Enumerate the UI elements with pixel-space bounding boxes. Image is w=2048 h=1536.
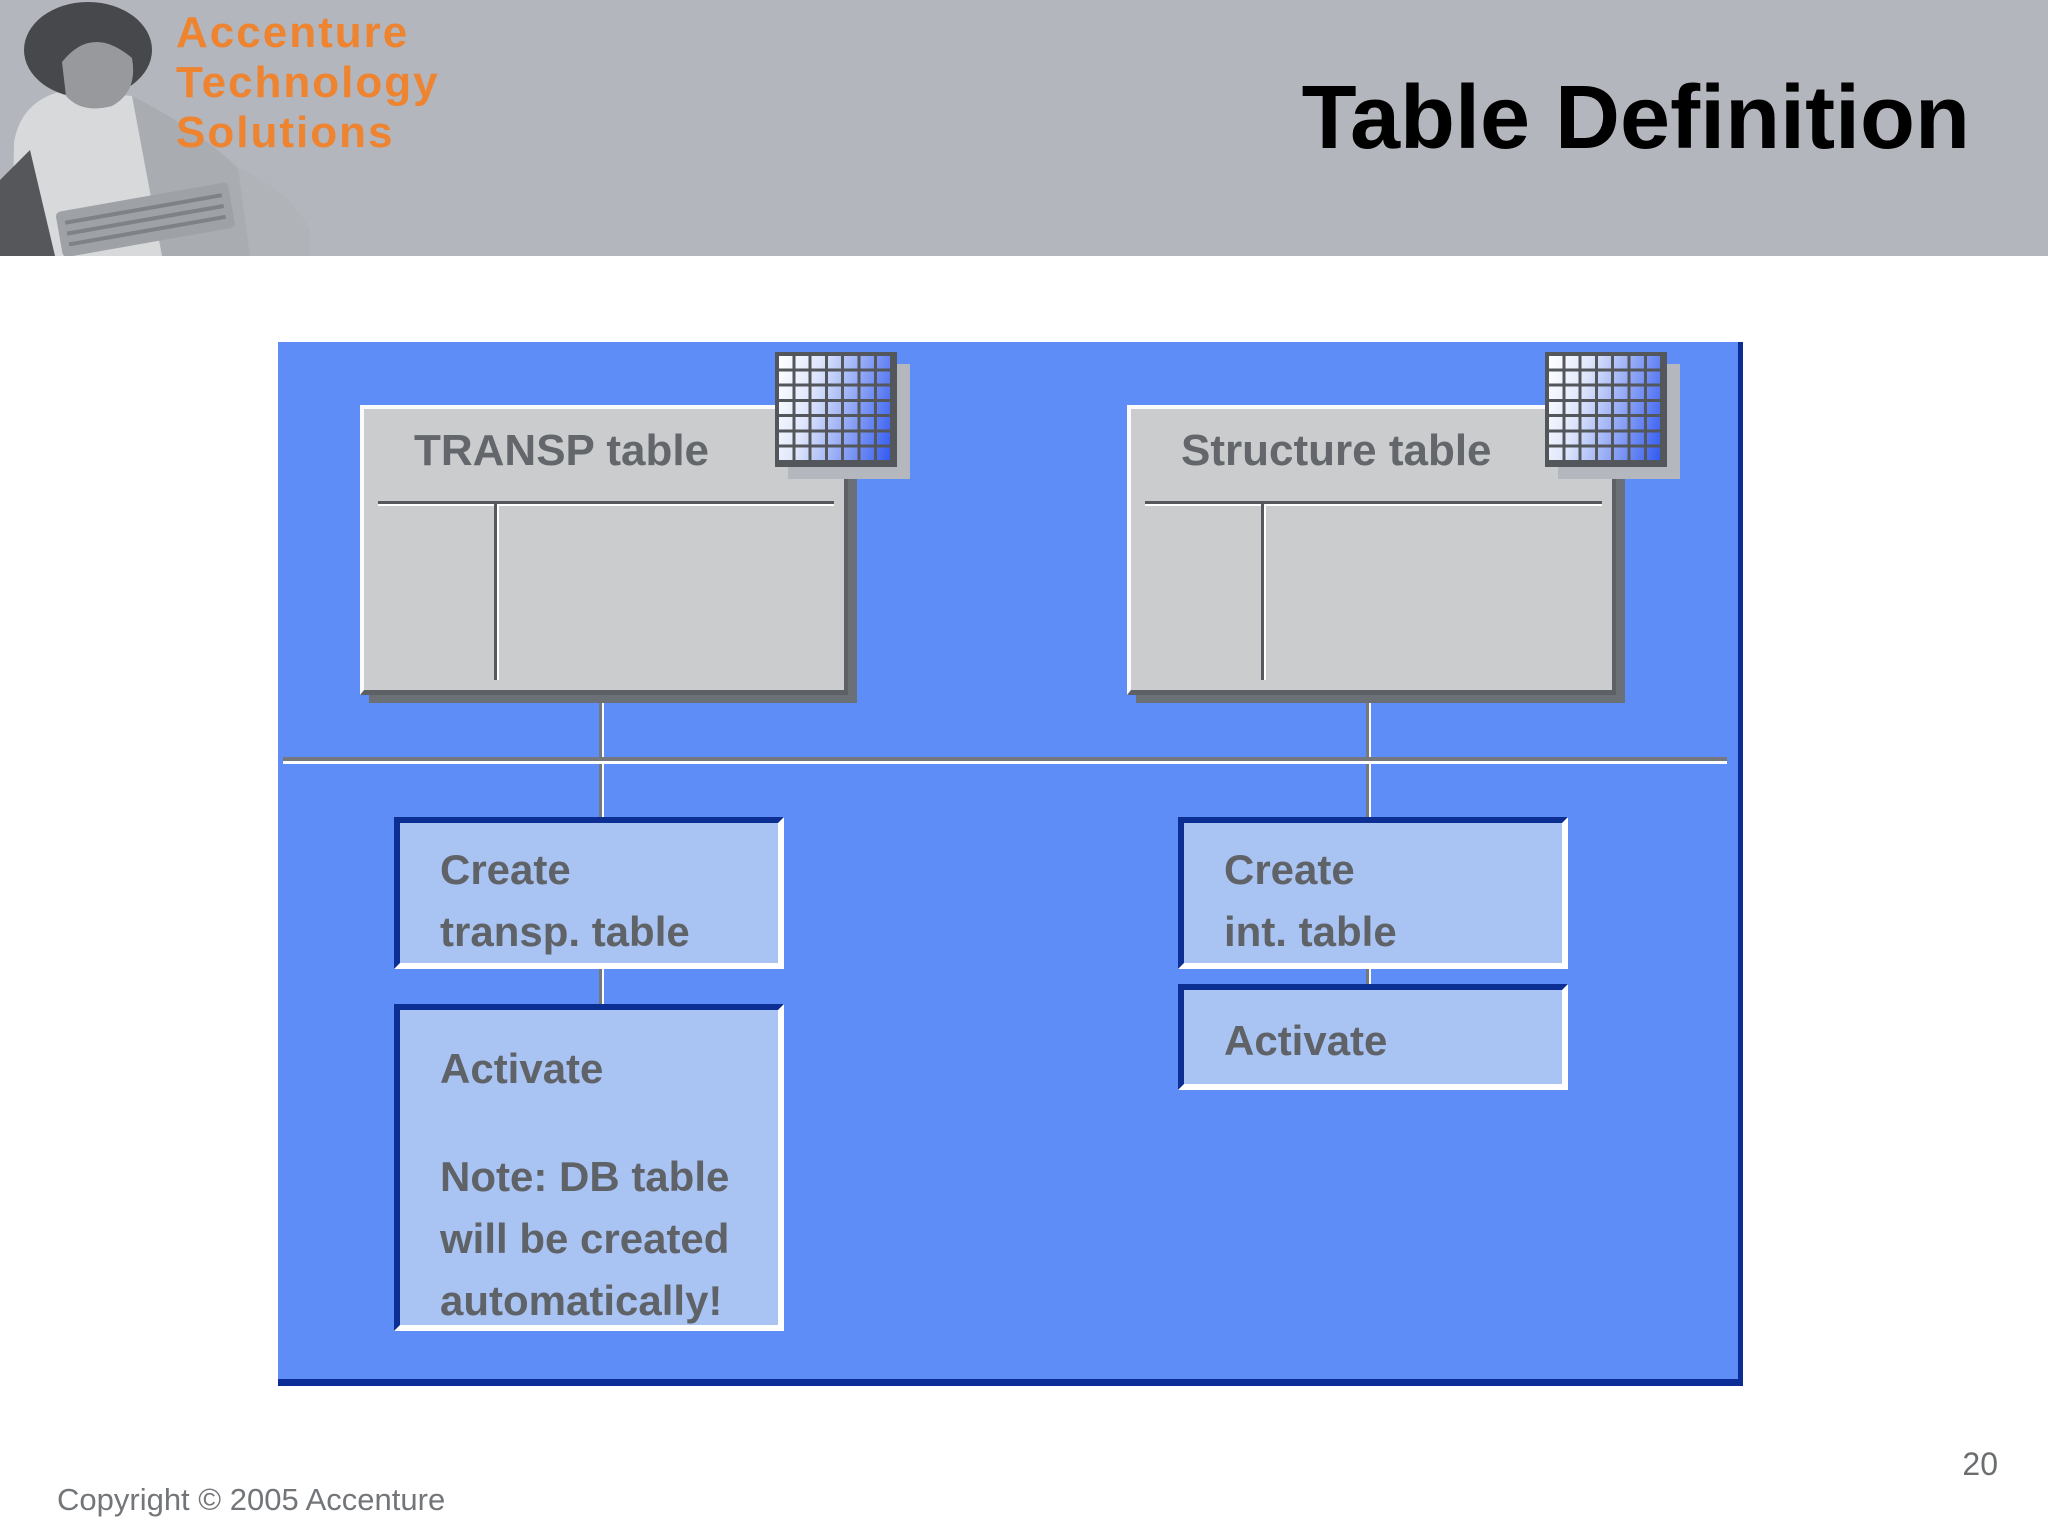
connector-right-create-to-activate [1366, 969, 1371, 986]
step-label-line: int. table [1224, 908, 1397, 955]
structure-table-title: Structure table [1181, 426, 1492, 475]
note-line: will be created [440, 1215, 730, 1262]
page-title: Table Definition [1301, 68, 1970, 168]
step-label-line: transp. table [440, 908, 690, 955]
grid-icon-cells [775, 352, 897, 467]
note-line: automatically! [440, 1277, 723, 1324]
connector-left-table-to-create [599, 692, 604, 819]
connector-right-table-to-create [1366, 692, 1371, 819]
table-header-divider [378, 501, 834, 506]
header-bar: Accenture Technology Solutions Table Def… [0, 0, 2048, 256]
table-column-divider [1261, 504, 1266, 680]
create-transp-table-label: Create transp. table [400, 823, 778, 963]
logo-line-2: Technology [176, 58, 440, 107]
logo-line-1: Accenture [176, 8, 410, 57]
table-header-divider [1145, 501, 1602, 506]
activate-box: Activate [1178, 984, 1568, 1090]
table-grid-icon [775, 352, 911, 481]
diagram-panel: TRANSP table Structure table Create tran… [278, 342, 1743, 1386]
table-grid-icon [1545, 352, 1681, 481]
grid-icon-cells [1545, 352, 1667, 467]
note-line: Note: DB table [440, 1153, 730, 1200]
step-label-line: Create [440, 846, 571, 893]
page-number: 20 [1962, 1446, 1998, 1482]
activate-note-box: Activate Note: DB table will be created … [394, 1004, 784, 1331]
activate-label: Activate [1184, 990, 1562, 1072]
activate-label-line: Activate [1224, 1017, 1388, 1064]
note-block: Note: DB table will be created automatic… [440, 1146, 778, 1332]
bus-line [283, 757, 1727, 764]
copyright-text: Copyright © 2005 Accenture [57, 1482, 446, 1517]
structure-table-box: Structure table [1127, 405, 1616, 695]
connector-left-create-to-activate [599, 969, 604, 1004]
logo-line-3: Solutions [176, 108, 395, 157]
create-int-table-label: Create int. table [1184, 823, 1562, 963]
logo: Accenture Technology Solutions [176, 8, 440, 158]
create-transp-table-box: Create transp. table [394, 817, 784, 969]
transp-table-box: TRANSP table [360, 405, 848, 695]
create-int-table-box: Create int. table [1178, 817, 1568, 969]
activate-note-label: Activate Note: DB table will be created … [400, 1010, 778, 1332]
step-label-line: Create [1224, 846, 1355, 893]
transp-table-title: TRANSP table [414, 426, 710, 475]
table-column-divider [494, 504, 499, 680]
header-photo [0, 0, 310, 256]
activate-label: Activate [440, 1045, 604, 1092]
